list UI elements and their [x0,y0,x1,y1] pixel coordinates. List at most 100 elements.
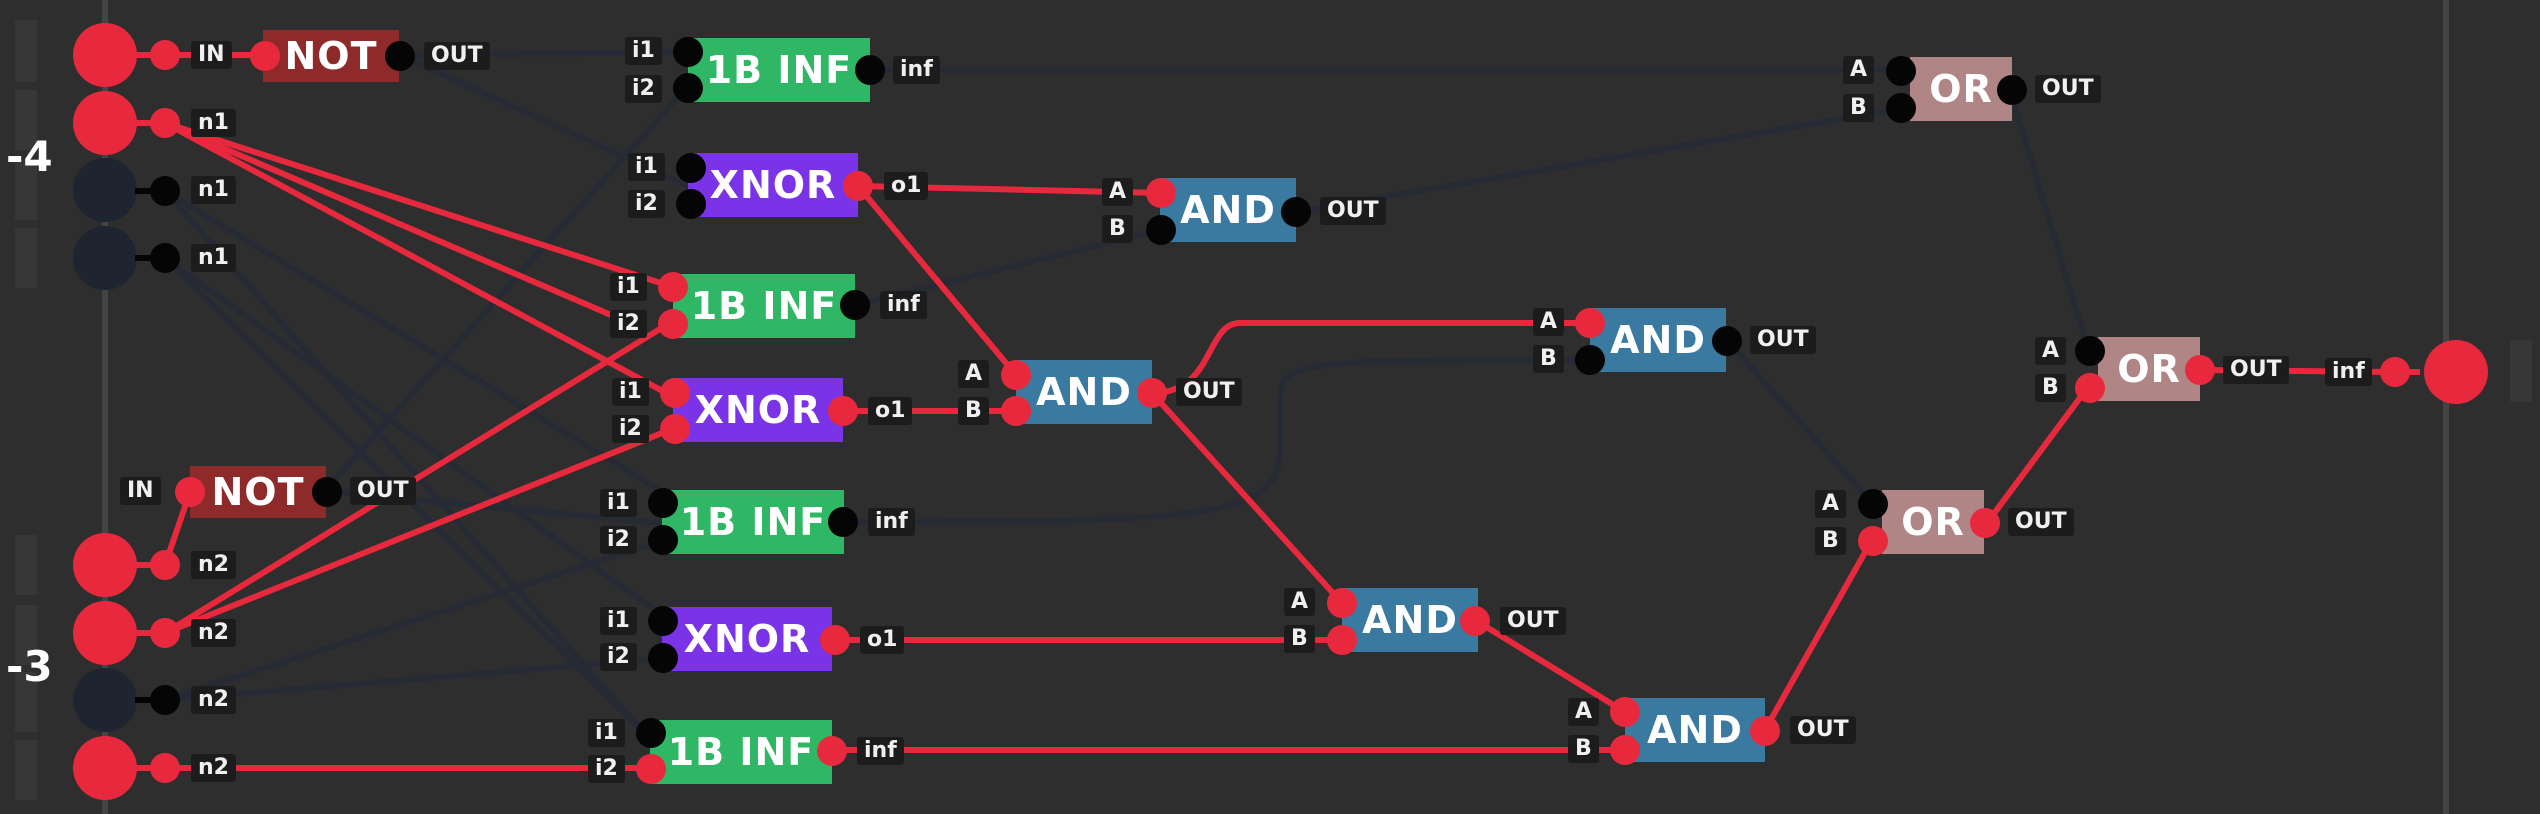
xnor-input-port[interactable] [648,606,678,636]
input-pin[interactable] [73,226,137,290]
input-slot[interactable] [15,160,37,220]
xnor-input-port[interactable] [676,153,706,183]
and-output-port[interactable] [1460,606,1490,636]
and-input-port[interactable] [1327,588,1357,618]
xnor-output-port[interactable] [843,171,873,201]
xnor-output-port[interactable] [820,625,850,655]
input-port[interactable] [150,108,180,138]
not-gate[interactable]: NOT [190,466,326,518]
inf-output-port[interactable] [817,736,847,766]
or-gate[interactable]: OR [1910,57,2012,121]
and-input-port[interactable] [1146,178,1176,208]
and-output-port[interactable] [1750,716,1780,746]
and-input-port[interactable] [1146,215,1176,245]
not-input-port[interactable] [175,477,205,507]
port-label: B [2035,374,2066,402]
and-input-port[interactable] [1575,308,1605,338]
or-input-port[interactable] [2075,373,2105,403]
inf-input-port[interactable] [658,272,688,302]
or-input-port[interactable] [1858,489,1888,519]
and-output-port[interactable] [1712,326,1742,356]
inf-input-port[interactable] [636,754,666,784]
and-input-port[interactable] [1610,735,1640,765]
input-port[interactable] [150,176,180,206]
inf-gate[interactable]: 1B INF [688,38,870,102]
or-gate[interactable]: OR [1882,490,1984,554]
inf-input-port[interactable] [673,37,703,67]
and-gate[interactable]: AND [1160,178,1296,242]
or-gate[interactable]: OR [2098,337,2200,401]
inf-input-port[interactable] [658,309,688,339]
input-slot[interactable] [15,740,37,800]
inf-gate[interactable]: 1B INF [650,720,832,784]
xnor-input-port[interactable] [660,414,690,444]
input-port[interactable] [150,753,180,783]
or-input-port[interactable] [1858,526,1888,556]
and-gate[interactable]: AND [1625,698,1765,762]
port-label: i1 [612,378,649,406]
input-pin[interactable] [73,601,137,665]
input-pin[interactable] [73,91,137,155]
input-port[interactable] [150,243,180,273]
input-pin[interactable] [73,158,137,222]
and-input-port[interactable] [1327,625,1357,655]
input-port[interactable] [150,550,180,580]
pin-stub [135,697,160,703]
input-port[interactable] [150,618,180,648]
output-slot[interactable] [2510,340,2532,402]
inf-input-port[interactable] [673,73,703,103]
and-input-port[interactable] [1001,360,1031,390]
and-output-port[interactable] [1281,197,1311,227]
xnor-gate[interactable]: XNOR [662,607,832,671]
not-gate[interactable]: NOT [263,30,399,82]
inf-output-port[interactable] [840,290,870,320]
or-input-port[interactable] [2075,336,2105,366]
input-slot[interactable] [15,20,37,82]
inf-gate[interactable]: 1B INF [673,274,855,338]
port-label: OUT [350,477,416,505]
not-output-port[interactable] [385,41,415,71]
and-output-port[interactable] [1137,378,1167,408]
input-slot[interactable] [15,605,37,665]
input-label: n1 [191,176,236,204]
input-pin[interactable] [73,736,137,800]
or-output-port[interactable] [1970,508,2000,538]
and-gate[interactable]: AND [1016,360,1152,424]
xnor-input-port[interactable] [648,643,678,673]
input-slot[interactable] [15,672,37,732]
xnor-input-port[interactable] [676,189,706,219]
inf-gate[interactable]: 1B INF [662,490,844,554]
input-pin[interactable] [73,668,137,732]
input-slot[interactable] [15,228,37,288]
input-slot[interactable] [15,90,37,150]
input-slot[interactable] [15,535,37,595]
and-input-port[interactable] [1001,396,1031,426]
not-input-port[interactable] [250,41,280,71]
or-output-port[interactable] [2185,355,2215,385]
inf-input-port[interactable] [648,488,678,518]
inf-output-port[interactable] [828,507,858,537]
port-label: IN [120,477,161,505]
and-input-port[interactable] [1610,697,1640,727]
not-output-port[interactable] [312,477,342,507]
xnor-gate[interactable]: XNOR [688,153,858,217]
or-input-port[interactable] [1886,56,1916,86]
and-gate[interactable]: AND [1342,588,1478,652]
xnor-output-port[interactable] [828,396,858,426]
or-output-port[interactable] [1997,75,2027,105]
wire [162,426,675,636]
inf-input-port[interactable] [636,718,666,748]
input-port[interactable] [150,40,180,70]
and-gate[interactable]: AND [1590,308,1726,372]
xnor-gate[interactable]: XNOR [673,378,843,442]
input-pin[interactable] [73,533,137,597]
input-pin[interactable] [73,23,137,87]
inf-output-port[interactable] [855,55,885,85]
or-input-port[interactable] [1886,93,1916,123]
and-input-port[interactable] [1575,345,1605,375]
inf-input-port[interactable] [648,525,678,555]
xnor-input-port[interactable] [660,378,690,408]
input-port[interactable] [150,685,180,715]
output-pin[interactable] [2424,340,2488,404]
